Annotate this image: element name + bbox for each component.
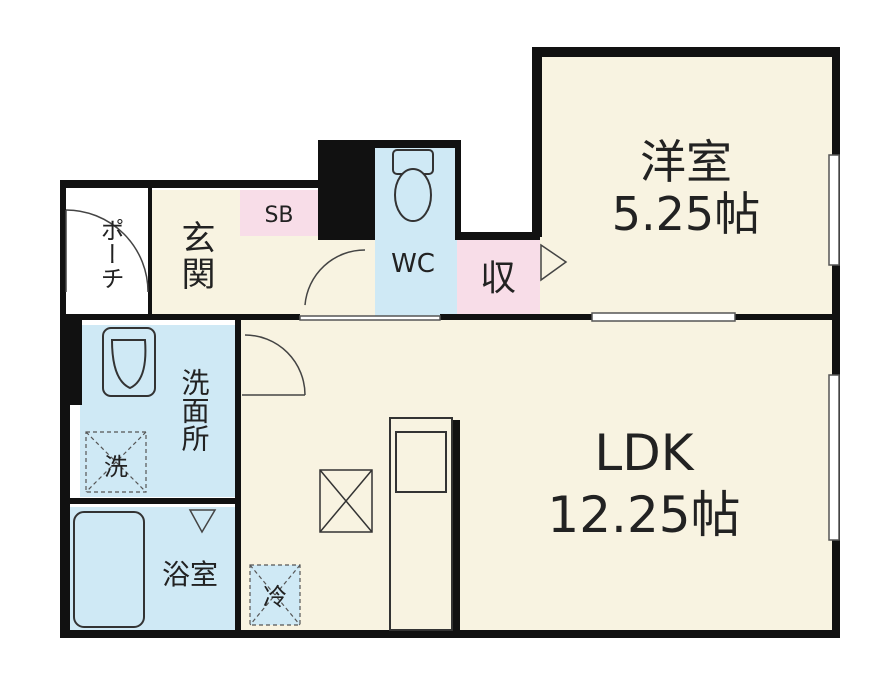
toilet-label: WC bbox=[391, 249, 435, 279]
ldk-floor bbox=[240, 320, 832, 632]
doors bbox=[65, 209, 568, 534]
shoe-box-label: SB bbox=[264, 203, 293, 228]
entrance-floor bbox=[150, 190, 240, 315]
western-room-floor bbox=[540, 55, 832, 317]
ldk-name: LDK bbox=[594, 424, 694, 482]
kitchen-counter bbox=[389, 417, 453, 631]
shoe-box-area bbox=[240, 190, 318, 236]
bathtub bbox=[73, 511, 145, 628]
entrance-label: 玄関 bbox=[175, 220, 215, 292]
ldk-size: 12.25帖 bbox=[547, 486, 740, 544]
fridge-box bbox=[249, 564, 301, 626]
porch-label: ポーチ bbox=[96, 218, 124, 290]
storage-label: 収 bbox=[480, 258, 516, 299]
washing-machine-label: 洗 bbox=[104, 453, 128, 481]
western-room-name: 洋室 bbox=[640, 135, 732, 189]
washing-machine-space bbox=[85, 431, 147, 493]
porch-floor bbox=[64, 188, 150, 315]
walls bbox=[60, 47, 840, 638]
hall-floor bbox=[240, 236, 375, 322]
windows bbox=[299, 154, 840, 541]
western-room-size: 5.25帖 bbox=[612, 187, 760, 241]
sink-fixture bbox=[102, 327, 156, 397]
bathroom-label: 浴室 bbox=[162, 558, 218, 591]
toilet-fixture bbox=[392, 149, 434, 222]
storage-area bbox=[457, 240, 540, 316]
fridge-label: 冷 bbox=[263, 583, 287, 611]
washroom-label: 洗面所 bbox=[178, 368, 211, 452]
ceiling-hatch-icon bbox=[319, 469, 373, 533]
